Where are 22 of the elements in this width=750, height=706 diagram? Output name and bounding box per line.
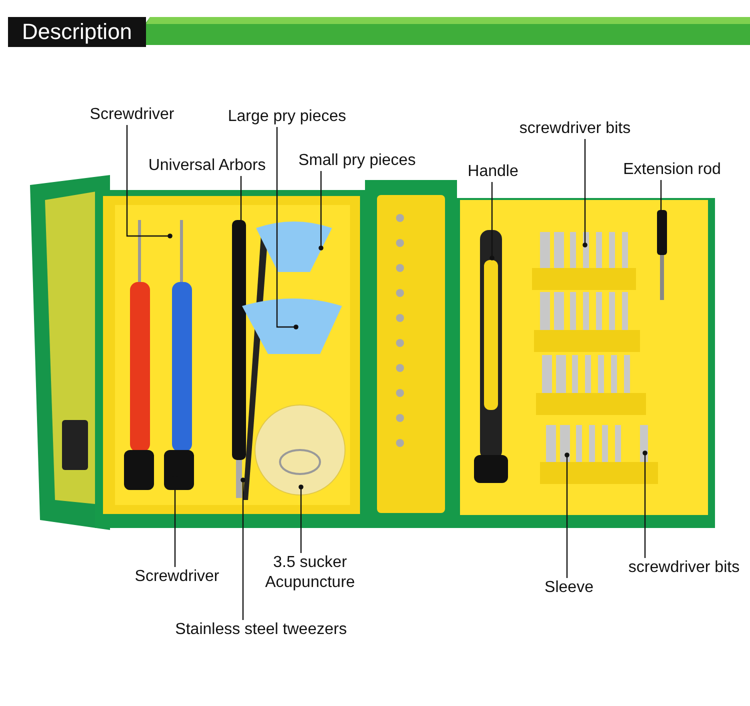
callout-label: 3.5 sucker Acupuncture bbox=[250, 553, 370, 593]
callout-label: Handle bbox=[468, 162, 518, 182]
callout-label: Universal Arbors bbox=[148, 156, 266, 176]
callout-label: Small pry pieces bbox=[298, 151, 416, 171]
leader-line bbox=[298, 484, 304, 553]
leader-line bbox=[126, 125, 172, 238]
callout-label: Extension rod bbox=[623, 160, 721, 180]
title-banner: Description bbox=[8, 17, 146, 47]
callout-label: Screwdriver bbox=[90, 105, 174, 125]
leader-line bbox=[582, 139, 588, 248]
leader-line bbox=[564, 452, 570, 578]
callout-label: screwdriver bits bbox=[628, 558, 740, 578]
leader-line bbox=[276, 127, 298, 330]
callout-label: Screwdriver bbox=[134, 567, 220, 587]
leader-line bbox=[318, 171, 324, 250]
callout-label: screwdriver bits bbox=[519, 119, 631, 139]
leader-line bbox=[240, 478, 246, 620]
callout-label: Large pry pieces bbox=[228, 107, 346, 127]
leader-line bbox=[642, 450, 648, 558]
leader-line bbox=[490, 182, 494, 260]
callout-label: Stainless steel tweezers bbox=[175, 620, 347, 640]
callout-label: Sleeve bbox=[544, 578, 594, 598]
